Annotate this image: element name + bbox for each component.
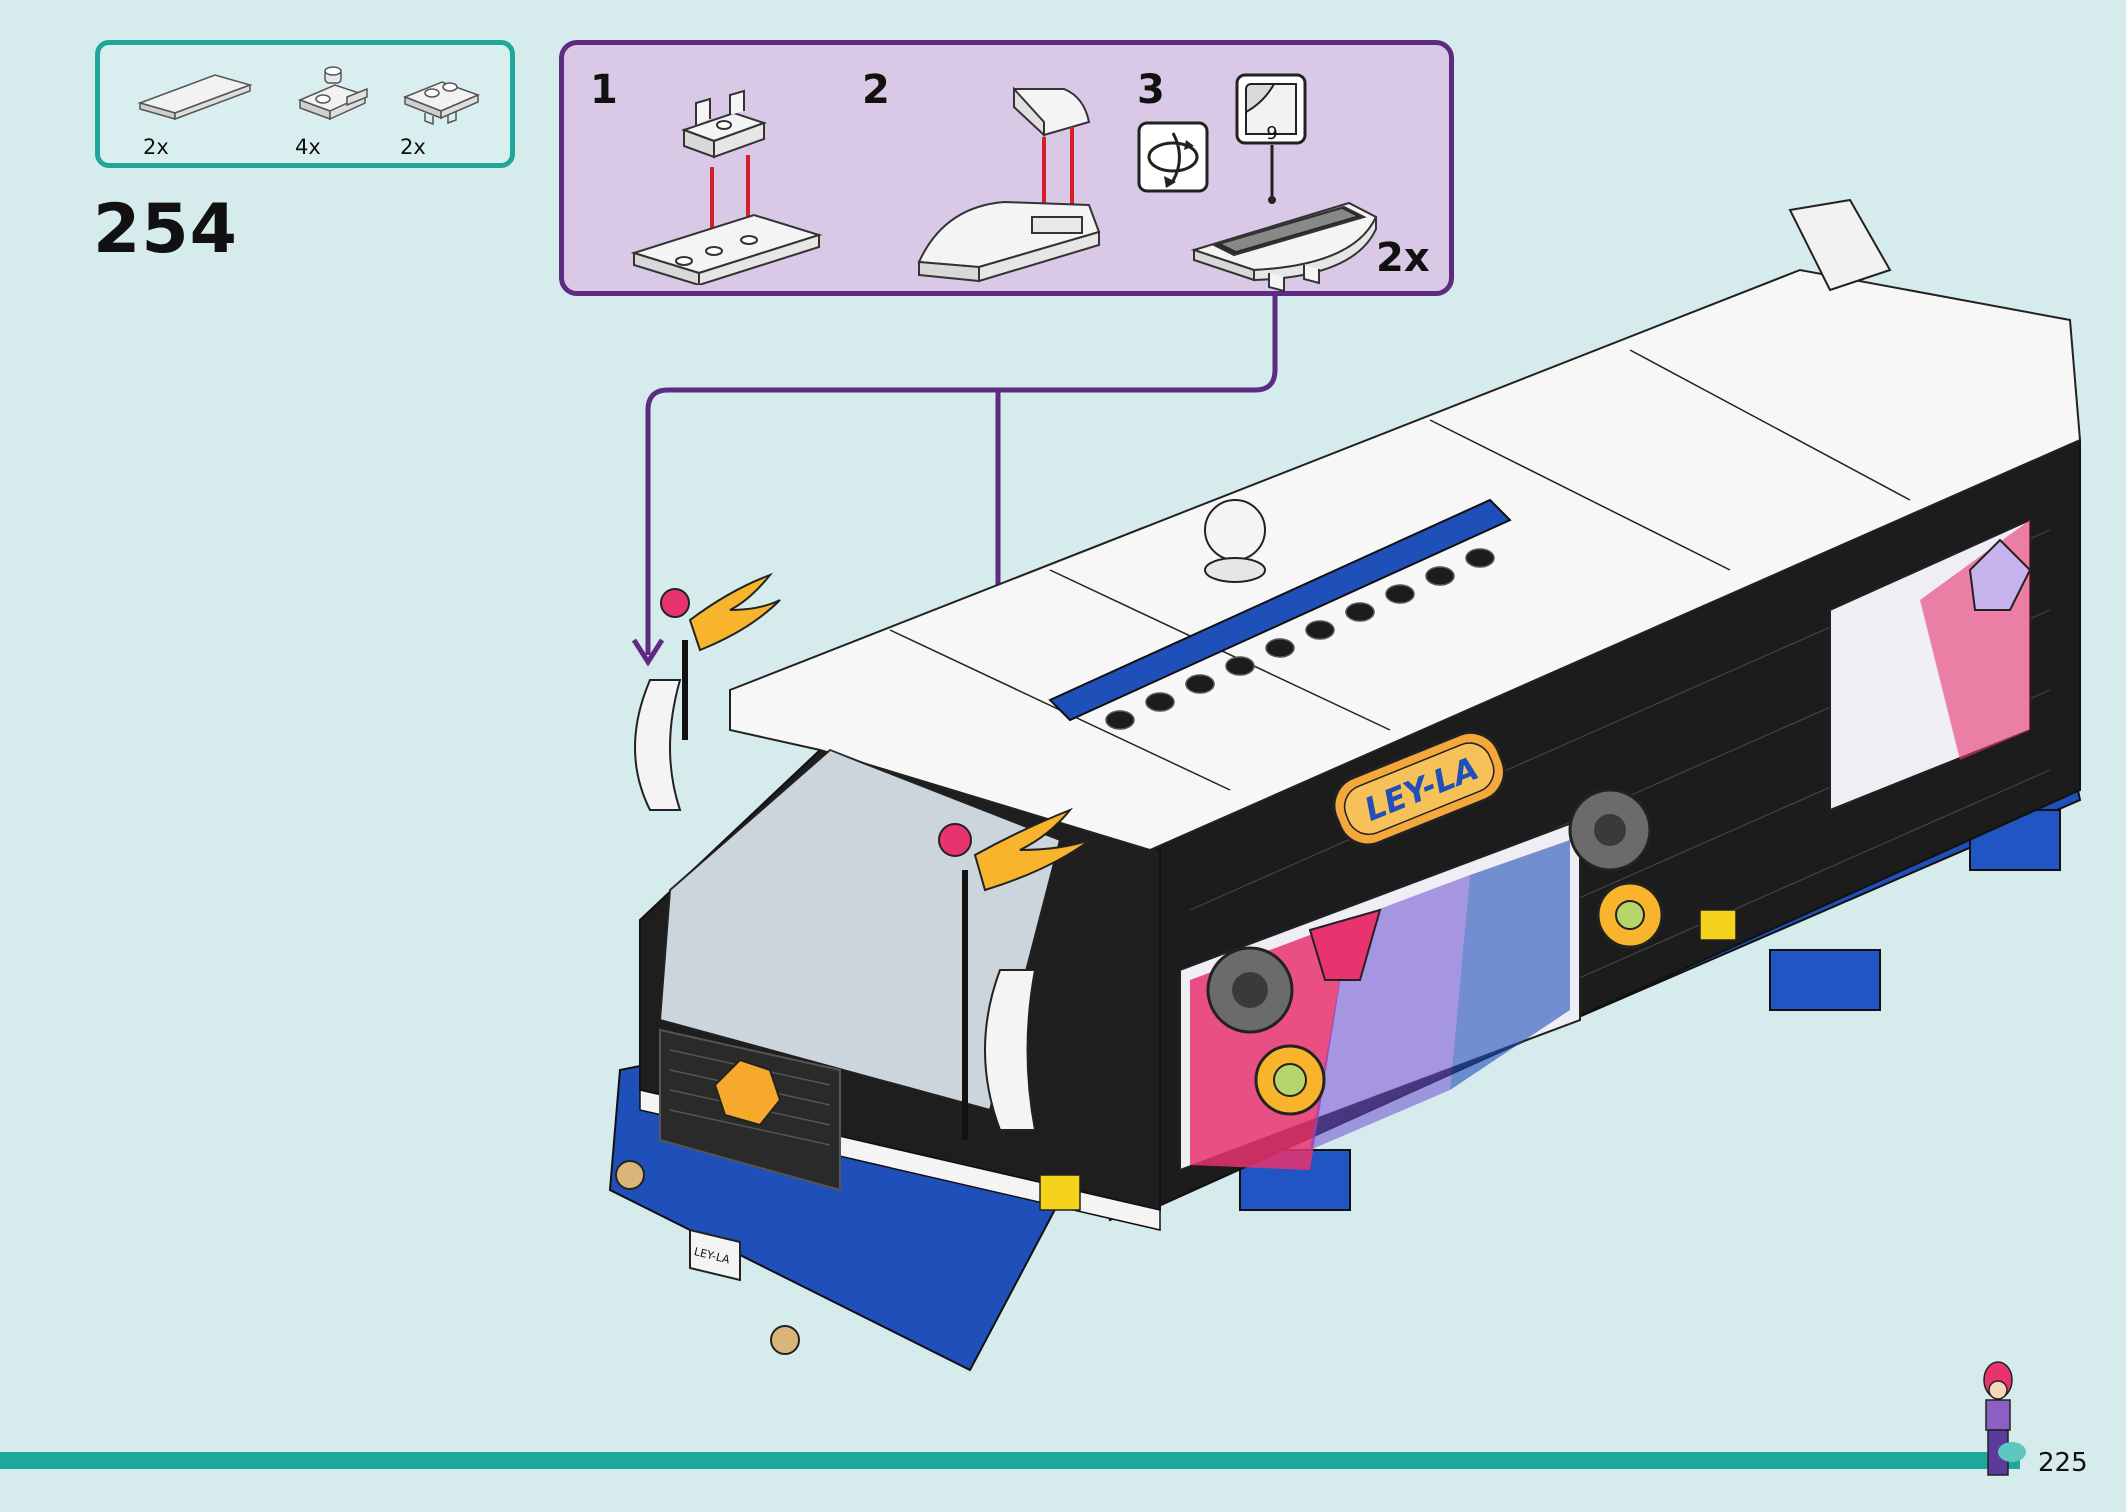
parts-list-item: 4x (295, 55, 415, 165)
part-qty: 4x (295, 135, 321, 159)
rotate-model-icon (1137, 121, 1209, 193)
substep-number: 3 (1137, 67, 1165, 113)
tile-1x4-white-icon (137, 74, 253, 121)
subassembly-callout: 1 2 3 (559, 40, 1454, 296)
plate-1x2-clip-white-icon (402, 81, 481, 126)
bus-ley-la-sign: LEY-LA (1332, 731, 1506, 847)
bus-flag-left (688, 572, 781, 652)
part-qty: 2x (400, 135, 426, 159)
parts-list-item: 2x (400, 55, 520, 165)
part-qty: 2x (143, 135, 169, 159)
page-number: 225 (2038, 1448, 2088, 1478)
minifigure-icon (1983, 1361, 2026, 1476)
bus-license-plate (689, 1228, 741, 1282)
substep-1-illustration (630, 89, 823, 285)
sticker-number: 9 (1266, 123, 1278, 144)
substep-number: 1 (590, 67, 618, 113)
parts-list-box: 2x 4x 2x (95, 40, 515, 168)
substep-number: 2 (862, 67, 890, 113)
bus-model-illustration: LEY-LA LEY-LA (608, 198, 2082, 1372)
page-footer-bar (0, 1452, 2020, 1469)
bus-flag-right (973, 807, 1091, 892)
substep-2-illustration (917, 86, 1101, 283)
step-number: 254 (93, 190, 238, 269)
parts-list-item: 2x (135, 55, 255, 165)
plate-clip-white-icon (297, 66, 368, 121)
substep-3-illustration (1190, 145, 1378, 293)
callout-multiplier: 2x (1376, 235, 1430, 281)
sticker-icon (1235, 73, 1307, 145)
bus-star-emblem (713, 1058, 782, 1127)
